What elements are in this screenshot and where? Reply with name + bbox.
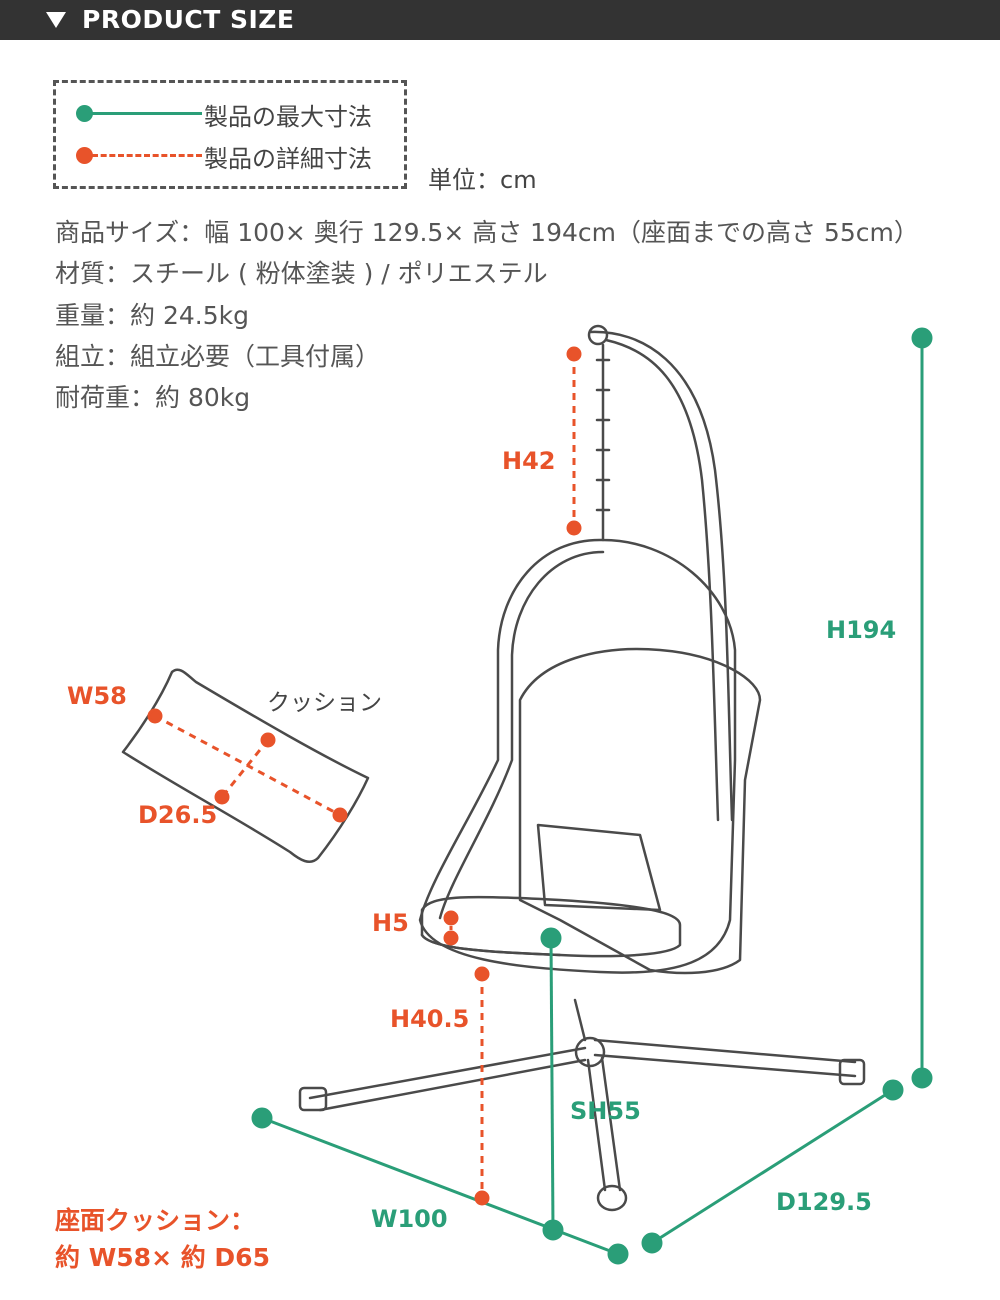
cushion-label: クッション [267, 690, 382, 716]
base-hub [574, 1036, 606, 1068]
legend-max-label: 製品の最大寸法 [204, 103, 372, 131]
cushion-outline [121, 668, 370, 863]
triangle-down-icon [46, 12, 66, 28]
solid-line-icon [92, 112, 202, 115]
unit-label: 単位：cm [428, 166, 537, 194]
dim-d26-5: D26.5 [138, 801, 218, 829]
spec-material: 材質：スチール ( 粉体塗装 ) / ポリエステル [55, 259, 548, 288]
dim-w100: W100 [371, 1205, 448, 1233]
legend-detail-label: 製品の詳細寸法 [204, 145, 372, 173]
h194-bottom-dot [911, 1067, 933, 1089]
legend-box: 製品の最大寸法 製品の詳細寸法 [53, 80, 407, 189]
dim-h42: H42 [502, 447, 556, 475]
w58-left-dot [147, 708, 163, 724]
dim-h194: H194 [826, 616, 897, 644]
header-bar: PRODUCT SIZE [0, 0, 1000, 40]
h42-bottom-dot [566, 520, 582, 536]
pole-cap [587, 324, 609, 346]
chain [595, 343, 611, 542]
dim-d129-5: D129.5 [776, 1188, 872, 1216]
sh55-bottom-dot [542, 1219, 564, 1241]
h40-bottom-dot [474, 1190, 490, 1206]
dim-sh55: SH55 [570, 1097, 641, 1125]
foot-front [596, 1184, 628, 1212]
spec-assembly: 組立：組立必要（工具付属） [55, 342, 381, 371]
spec-load: 耐荷重：約 80kg [55, 383, 251, 412]
w100-right-dot [607, 1243, 629, 1265]
backrest [518, 647, 762, 975]
foot-right [838, 1058, 866, 1086]
base-leg-left2 [318, 1058, 587, 1112]
foot-left [298, 1086, 328, 1112]
seat-note-line1: 座面クッション： [55, 1206, 256, 1235]
header-title: PRODUCT SIZE [82, 5, 295, 34]
h40-top-dot [474, 966, 490, 982]
base-leg-front2 [600, 1056, 622, 1192]
d129-left-dot [641, 1232, 663, 1254]
dim-h40-5: H40.5 [390, 1005, 470, 1033]
h42-top-dot [566, 346, 582, 362]
d129-right-dot [882, 1079, 904, 1101]
spec-size: 商品サイズ：幅 100× 奥行 129.5× 高さ 194cm（座面までの高さ … [55, 218, 919, 247]
dim-w58: W58 [67, 682, 127, 710]
egg-frame-inner [438, 550, 605, 920]
dashed-line-icon [92, 154, 202, 157]
stand-pole-inner [604, 338, 720, 822]
h194-top-dot [911, 327, 933, 349]
w100-left-dot [251, 1107, 273, 1129]
egg-frame-outer [418, 538, 737, 974]
seat-note-line2: 約 W58× 約 D65 [55, 1243, 270, 1272]
base-leg-right2 [593, 1053, 857, 1078]
green-dot-icon [76, 105, 93, 122]
spec-weight: 重量：約 24.5kg [55, 301, 249, 330]
d26-bottom-dot [214, 789, 230, 805]
back-pillow [536, 823, 662, 912]
w58-right-dot [332, 807, 348, 823]
sh55-top-dot [540, 927, 562, 949]
dim-h5: H5 [372, 909, 409, 937]
h5-top-dot [443, 910, 459, 926]
base-leg-front [586, 1058, 607, 1192]
stand-pole [588, 330, 734, 822]
seat-edge [420, 933, 562, 957]
base-leg-right [593, 1038, 857, 1064]
orange-dot-icon [76, 147, 93, 164]
base-leg-left [308, 1046, 587, 1100]
h5-bottom-dot [443, 930, 459, 946]
base-leg-back [573, 998, 587, 1042]
d26-top-dot [260, 732, 276, 748]
